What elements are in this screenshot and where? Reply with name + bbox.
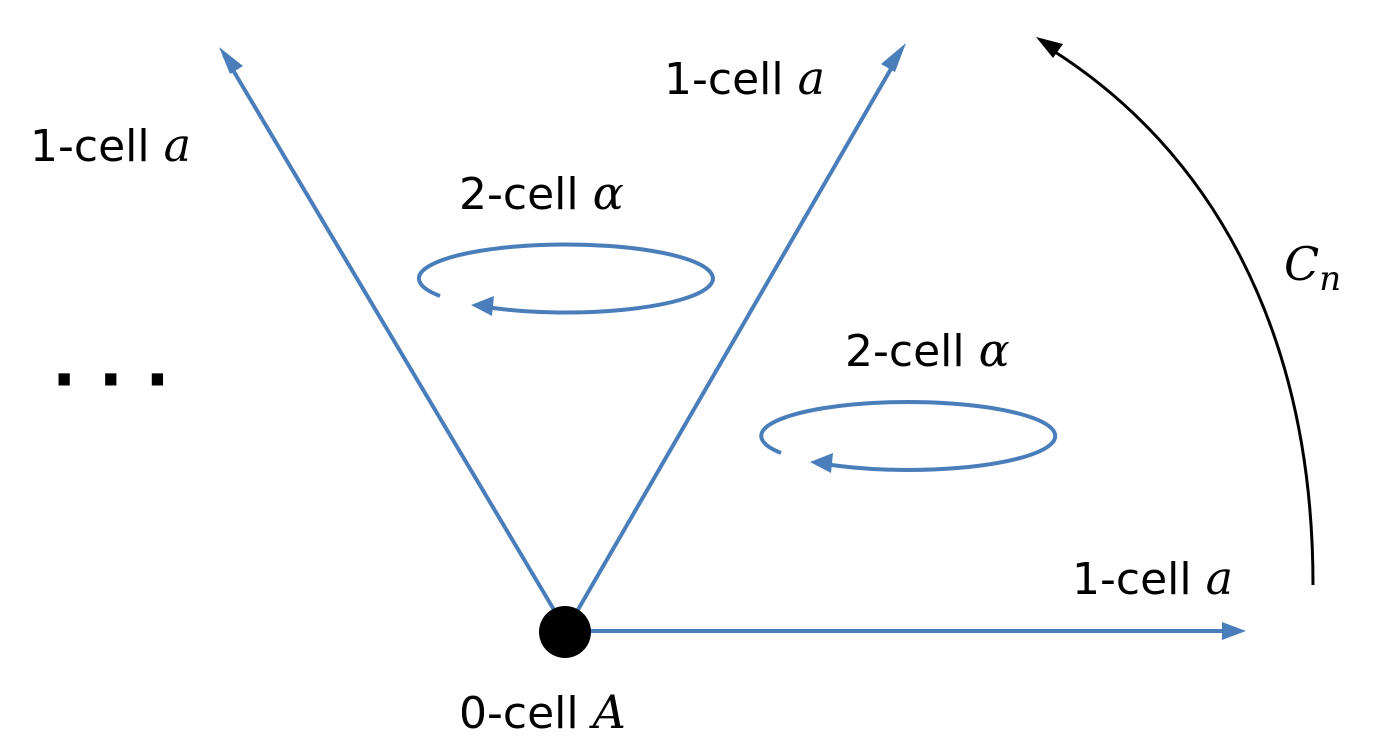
label-one-cell-middle: 1-cell a: [664, 51, 825, 105]
edge-middle-arrowhead: [881, 43, 906, 72]
rotation-arrow: [1051, 48, 1315, 586]
label-rotation: Cn: [1284, 237, 1341, 299]
label-zero-cell: 0-cell A: [459, 685, 626, 739]
label-one-cell-right: 1-cell a: [1072, 551, 1233, 605]
label-one-cell-middle-prefix: 1-cell: [664, 54, 798, 105]
label-two-cell-upper: 2-cell α: [459, 166, 624, 220]
label-one-cell-left-prefix: 1-cell: [30, 121, 164, 172]
label-one-cell-right-prefix: 1-cell: [1072, 554, 1206, 605]
edge-left: [222, 53, 565, 627]
label-two-cell-lower-prefix: 2-cell: [845, 326, 979, 377]
edge-left-arrowhead: [219, 47, 243, 74]
label-zero-cell-prefix: 0-cell: [459, 688, 593, 739]
label-one-cell-left-symbol: a: [164, 118, 191, 172]
label-one-cell-right-symbol: a: [1206, 551, 1233, 605]
label-two-cell-upper-symbol: α: [593, 166, 624, 220]
two-cell-upper-loop: [416, 242, 715, 315]
edge-middle: [570, 53, 901, 622]
label-rotation-symbol: C: [1284, 237, 1319, 291]
label-two-cell-lower: 2-cell α: [845, 323, 1010, 377]
vertex-zero-cell: [539, 606, 591, 658]
rotation-arrowhead: [1036, 37, 1063, 58]
label-one-cell-middle-symbol: a: [798, 51, 825, 105]
label-rotation-subscript: n: [1319, 259, 1341, 299]
label-one-cell-left: 1-cell a: [30, 118, 191, 172]
two-cell-upper-arrowhead: [471, 296, 494, 316]
label-two-cell-upper-prefix: 2-cell: [459, 169, 593, 220]
ellipsis-text: · · ·: [52, 344, 170, 418]
label-two-cell-lower-symbol: α: [979, 323, 1010, 377]
label-zero-cell-symbol: A: [589, 685, 626, 739]
two-cell-lower-loop: [759, 399, 1058, 472]
edge-right-arrowhead: [1222, 622, 1246, 640]
two-cell-lower-arrowhead: [810, 453, 833, 473]
